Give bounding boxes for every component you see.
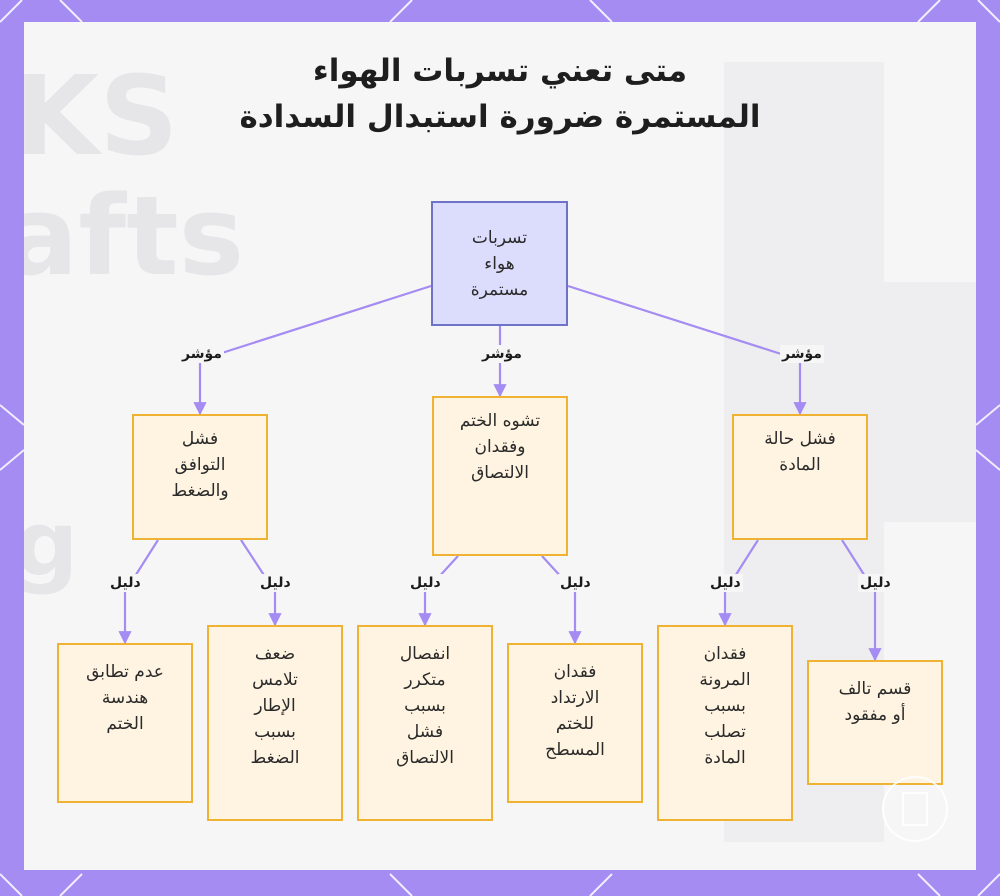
node-leaf-3-label: انفصال متكرر بسبب فشل الالتصاق bbox=[396, 641, 454, 771]
node-mid-right: فشل حالة المادة bbox=[732, 414, 868, 540]
node-mid-center-label: تشوه الختم وفقدان الالتصاق bbox=[460, 408, 540, 486]
node-mid-left-label: فشل التوافق والضغط bbox=[171, 426, 228, 504]
node-leaf-5: فقدان المرونة بسبب تصلب المادة bbox=[657, 625, 793, 821]
node-leaf-6-label: قسم تالف أو مفقود bbox=[839, 676, 912, 728]
node-leaf-6: قسم تالف أو مفقود bbox=[807, 660, 943, 785]
edge-label-indicator-center: مؤشر bbox=[480, 345, 524, 363]
brand-logo-icon bbox=[882, 776, 948, 842]
edge-label-evidence-6: دليل bbox=[858, 574, 893, 592]
edge-root-to-left bbox=[200, 286, 431, 414]
edge-label-evidence-3: دليل bbox=[408, 574, 443, 592]
node-leaf-4-label: فقدان الارتداد للختم المسطح bbox=[545, 659, 605, 763]
node-leaf-1-label: عدم تطابق هندسة الختم bbox=[86, 659, 164, 737]
node-leaf-1: عدم تطابق هندسة الختم bbox=[57, 643, 193, 803]
edge-label-evidence-1: دليل bbox=[108, 574, 143, 592]
node-mid-center: تشوه الختم وفقدان الالتصاق bbox=[432, 396, 568, 556]
logo-door-icon bbox=[902, 792, 928, 826]
edge-label-evidence-5: دليل bbox=[708, 574, 743, 592]
node-leaf-3: انفصال متكرر بسبب فشل الالتصاق bbox=[357, 625, 493, 821]
edge-label-indicator-right: مؤشر bbox=[780, 345, 824, 363]
node-root-label: تسربات هواء مستمرة bbox=[471, 225, 529, 303]
node-root: تسربات هواء مستمرة bbox=[431, 201, 568, 326]
node-leaf-5-label: فقدان المرونة بسبب تصلب المادة bbox=[699, 641, 750, 771]
edge-label-indicator-left: مؤشر bbox=[180, 345, 224, 363]
edge-label-evidence-2: دليل bbox=[258, 574, 293, 592]
edge-center-to-leaf4 bbox=[542, 556, 575, 643]
node-leaf-4: فقدان الارتداد للختم المسطح bbox=[507, 643, 643, 803]
edge-right-to-leaf6 bbox=[842, 540, 875, 660]
edge-label-evidence-4: دليل bbox=[558, 574, 593, 592]
node-leaf-2: ضعف تلامس الإطار بسبب الضغط bbox=[207, 625, 343, 821]
node-mid-left: فشل التوافق والضغط bbox=[132, 414, 268, 540]
edge-root-to-right bbox=[568, 286, 800, 414]
node-leaf-2-label: ضعف تلامس الإطار بسبب الضغط bbox=[251, 641, 300, 771]
node-mid-right-label: فشل حالة المادة bbox=[764, 426, 836, 478]
